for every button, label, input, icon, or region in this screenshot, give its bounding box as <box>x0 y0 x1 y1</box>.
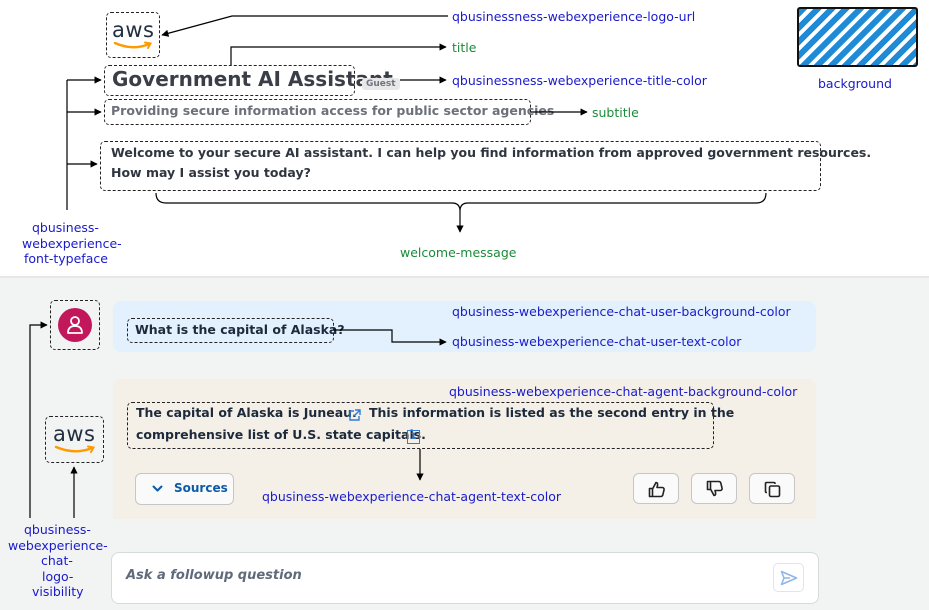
thumbs-down-icon <box>706 480 723 497</box>
annotation-title: title <box>452 40 477 55</box>
followup-placeholder: Ask a followup question <box>126 568 302 583</box>
annotation-agent-text: qbusiness-webexperience-chat-agent-text-… <box>262 489 562 504</box>
page-subtitle: Providing secure information access for … <box>111 103 555 118</box>
send-button[interactable] <box>773 563 804 592</box>
annotation-agent-bg: qbusiness-webexperience-chat-agent-backg… <box>449 384 798 399</box>
annotation-font-typeface-1: qbusiness- <box>32 220 99 235</box>
welcome-line-1: Welcome to your secure AI assistant. I c… <box>111 145 872 160</box>
annotation-logo-visibility-4: logo- <box>42 569 74 584</box>
background-swatch <box>797 7 918 67</box>
annotation-logo-visibility-2: webexperience- <box>8 538 108 553</box>
annotation-logo-visibility-1: qbusiness- <box>24 522 91 537</box>
agent-logo-box: aws <box>45 416 104 463</box>
agent-line-2: comprehensive list of U.S. state capital… <box>136 427 426 442</box>
user-avatar-box <box>50 300 100 350</box>
user-message-box: What is the capital of Alaska? <box>127 318 345 343</box>
user-message-text: What is the capital of Alaska? <box>135 322 345 337</box>
followup-input[interactable]: Ask a followup question <box>111 552 819 604</box>
title-box: Government AI Assistant <box>104 65 393 96</box>
chevron-down-icon <box>152 485 163 492</box>
annotation-background: background <box>818 76 892 91</box>
annotation-subtitle: subtitle <box>592 105 639 120</box>
thumbs-down-button[interactable] <box>691 473 737 504</box>
annotation-logo-visibility-3: chat- <box>41 553 73 568</box>
annotation-welcome-message: welcome-message <box>400 245 517 260</box>
welcome-box: Welcome to your secure AI assistant. I c… <box>100 141 871 191</box>
page-title: Government AI Assistant <box>112 67 393 91</box>
user-icon <box>67 316 83 334</box>
copy-button[interactable] <box>749 473 795 504</box>
welcome-line-2: How may I assist you today? <box>111 165 311 180</box>
sources-label: Sources <box>174 481 228 495</box>
thumbs-up-button[interactable] <box>633 473 679 504</box>
agent-aws-logo: aws <box>53 422 96 446</box>
annotation-font-typeface-2: webexperience- <box>22 236 122 251</box>
section-divider <box>0 276 929 278</box>
aws-logo: aws <box>112 18 155 42</box>
guest-badge: Guest <box>362 78 400 90</box>
annotation-title-color: qbusinessness-webexperience-title-color <box>452 73 707 88</box>
send-icon <box>780 570 798 586</box>
user-message-bubble <box>113 301 816 352</box>
agent-line-1b: This information is listed as the second… <box>369 405 735 420</box>
annotation-logo-url: qbusinessness-webexperience-logo-url <box>452 9 696 24</box>
agent-line-1a: The capital of Alaska is Juneau. <box>136 405 357 420</box>
agent-message-box: The capital of Alaska is Juneau. This in… <box>127 402 734 449</box>
agent-aws-smile-icon <box>54 445 96 453</box>
aws-smile-icon <box>113 41 153 49</box>
copy-icon <box>764 481 781 498</box>
avatar <box>58 308 92 342</box>
annotation-logo-visibility-5: visibility <box>32 584 84 599</box>
external-link-icon[interactable] <box>348 409 361 422</box>
subtitle-box: Providing secure information access for … <box>104 99 554 125</box>
sources-button[interactable]: Sources <box>135 473 234 505</box>
annotation-font-typeface-3: font-typeface <box>24 251 108 266</box>
header-logo-box: aws <box>106 12 160 58</box>
annotation-user-text: qbusiness-webexperience-chat-user-text-c… <box>452 334 742 349</box>
thumbs-up-icon <box>648 481 665 498</box>
annotation-user-bg: qbusiness-webexperience-chat-user-backgr… <box>452 304 791 319</box>
citation-badge[interactable]: 1 <box>407 430 420 444</box>
